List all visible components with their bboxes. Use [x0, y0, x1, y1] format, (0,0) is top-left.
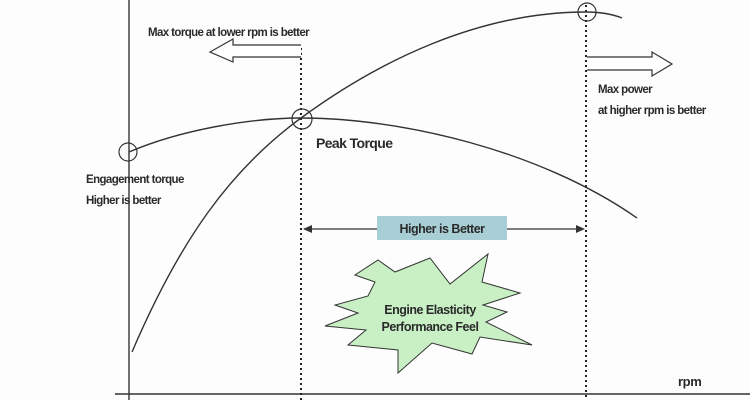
higher-is-better-label: Higher is Better [399, 222, 485, 236]
engagement-higher-label: Higher is better [86, 195, 162, 207]
rpm-axis-label: rpm [678, 374, 701, 389]
elasticity-label-line2: Performance Feel [382, 320, 479, 334]
max-power-marker [577, 2, 597, 22]
right-arrow-icon [587, 50, 674, 78]
peak-torque-marker [291, 108, 313, 130]
max-power-label-line2: at higher rpm is better [598, 105, 707, 117]
range-arrow-left-head [303, 225, 312, 233]
peak-torque-label: Peak Torque [316, 135, 393, 151]
max-torque-label: Max torque at lower rpm is better [148, 27, 310, 39]
max-power-label-line1: Max power [598, 84, 653, 96]
engagement-torque-marker [118, 142, 138, 162]
power-curve [131, 11, 623, 353]
higher-is-better-banner [377, 216, 507, 240]
elasticity-label-line1: Engine Elasticity [384, 303, 476, 317]
engagement-torque-label: Engagement torque [86, 174, 184, 186]
range-arrow-right-head [576, 225, 585, 233]
left-arrow-icon [208, 37, 301, 63]
elasticity-burst [324, 252, 533, 375]
torque-curve [128, 117, 638, 219]
